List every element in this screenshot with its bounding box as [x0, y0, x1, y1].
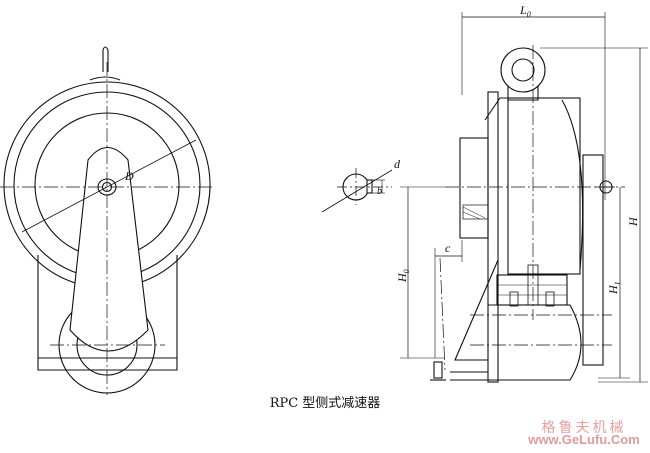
- side-centerlines: [439, 45, 625, 371]
- label-H: H: [626, 216, 640, 227]
- base-housing: [37, 255, 178, 371]
- front-view: D: [0, 46, 215, 395]
- side-view: L0: [395, 3, 648, 383]
- lifting-eye-inner: [511, 58, 535, 82]
- shaft-section: d b: [321, 157, 401, 213]
- gear-housing: [496, 274, 568, 306]
- dim-D-line: [21, 139, 197, 233]
- label-H1: H1: [606, 281, 622, 295]
- label-H0: H0: [395, 269, 411, 283]
- front-centerlines: [0, 62, 215, 395]
- keyway: [366, 179, 373, 194]
- main-housing: [507, 97, 581, 275]
- lifting-lug: [102, 46, 109, 72]
- left-box: [459, 137, 489, 239]
- mounting-plate: [487, 91, 499, 383]
- dim-d-leader: [321, 169, 393, 213]
- figure-caption: RPC 型侧式减速器: [269, 396, 381, 411]
- label-c: c: [445, 241, 451, 255]
- label-d: d: [394, 157, 401, 171]
- label-D: D: [124, 169, 134, 183]
- watermark-cn: 格鲁夫机械: [541, 420, 627, 436]
- brace: [454, 259, 499, 361]
- housing-right-curve: [561, 99, 584, 271]
- foot-bolt: [433, 361, 443, 379]
- motor: [488, 304, 582, 381]
- lug-flange: [89, 76, 121, 81]
- right-arm: [582, 154, 604, 366]
- tapered-arm: [69, 146, 149, 352]
- lifting-eye-outer: [500, 47, 546, 93]
- label-b: b: [377, 186, 382, 197]
- label-L0: L0: [519, 3, 531, 19]
- watermark-en: www.GeLufu.Com: [528, 432, 640, 447]
